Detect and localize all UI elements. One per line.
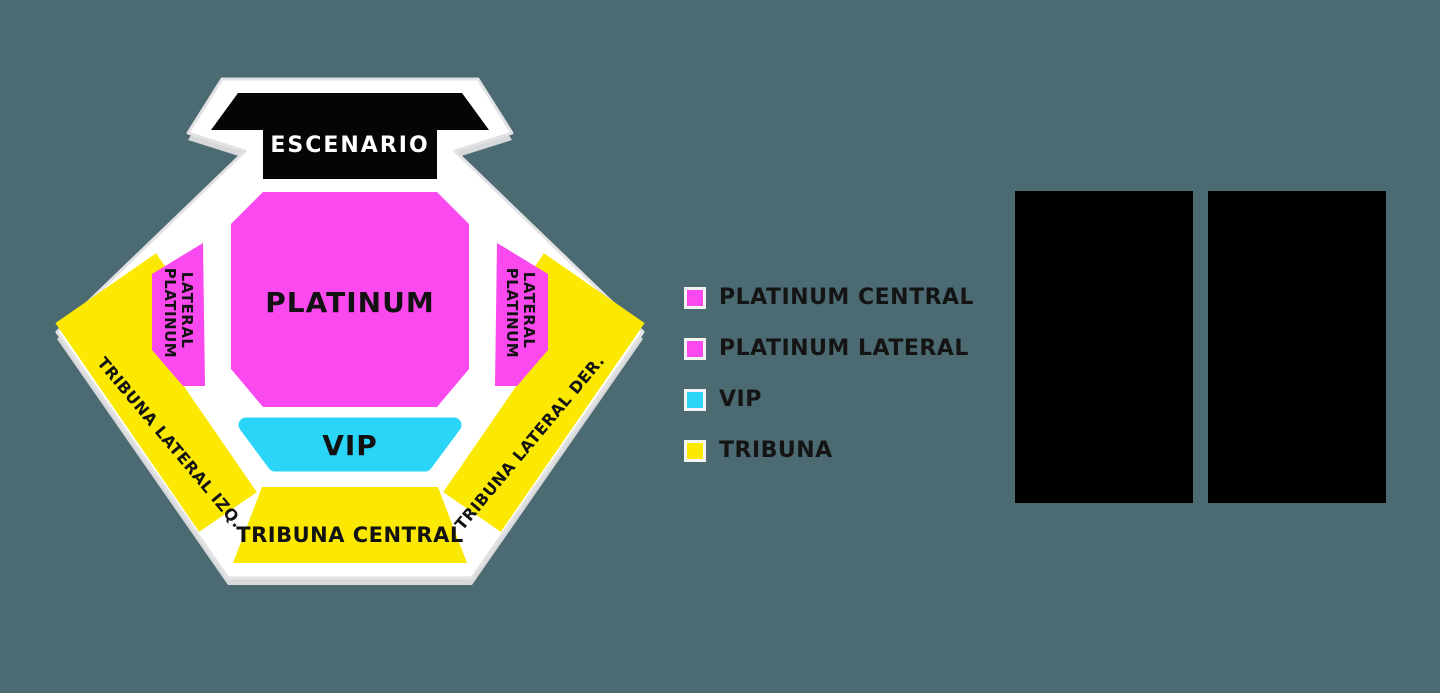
- section-platinum-central-label: PLATINUM: [265, 286, 434, 319]
- legend: PLATINUM CENTRAL PLATINUM LATERAL VIP TR…: [684, 287, 974, 462]
- legend-item-vip: VIP: [684, 389, 974, 411]
- platinum-lateral-left-word-platinum: PLATINUM: [161, 268, 179, 358]
- legend-label: TRIBUNA: [719, 438, 833, 463]
- vip-swatch-icon: [684, 389, 706, 411]
- section-vip[interactable]: [238, 417, 462, 472]
- platinum-central-swatch-icon: [684, 287, 706, 309]
- legend-label: PLATINUM LATERAL: [719, 336, 969, 361]
- legend-item-platinum-lateral: PLATINUM LATERAL: [684, 338, 974, 360]
- platinum-lateral-swatch-icon: [684, 338, 706, 360]
- section-platinum-central[interactable]: [231, 192, 469, 407]
- legend-item-tribuna: TRIBUNA: [684, 440, 974, 462]
- venue-seating-map: ESCENARIO TRIBUNA LATERAL IZQ. TRIBUNA L…: [55, 77, 645, 585]
- section-platinum-lateral-left-label: LATERAL PLATINUM: [161, 268, 196, 358]
- price-panel-left: [1015, 191, 1193, 503]
- platinum-lateral-right-word-platinum: PLATINUM: [503, 268, 521, 358]
- section-tribuna-central[interactable]: [233, 487, 467, 563]
- tribuna-swatch-icon: [684, 440, 706, 462]
- stage-label: ESCENARIO: [270, 133, 429, 158]
- platinum-lateral-left-word-lateral: LATERAL: [178, 272, 196, 349]
- stage-shape: [211, 93, 489, 179]
- section-tribuna-central-label: TRIBUNA CENTRAL: [236, 523, 463, 547]
- section-platinum-lateral-right-label: LATERAL PLATINUM: [503, 268, 538, 358]
- platinum-lateral-right-word-lateral: LATERAL: [520, 272, 538, 349]
- section-platinum-lateral-right[interactable]: [495, 243, 548, 386]
- legend-label: VIP: [719, 387, 762, 412]
- section-platinum-lateral-left[interactable]: [152, 243, 205, 386]
- legend-item-platinum-central: PLATINUM CENTRAL: [684, 287, 974, 309]
- price-panel-right: [1208, 191, 1386, 503]
- legend-label: PLATINUM CENTRAL: [719, 285, 975, 310]
- section-vip-label: VIP: [322, 429, 378, 462]
